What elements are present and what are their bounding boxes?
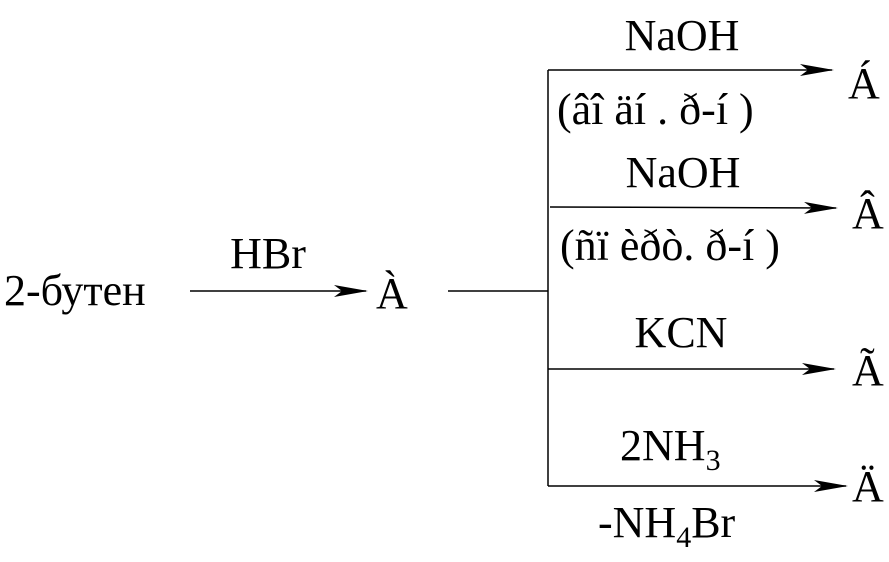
branch4-byproduct-post: Br <box>691 498 735 547</box>
branch3-reagent: KCN <box>635 308 728 357</box>
hbr-reagent-label: HBr <box>230 229 306 278</box>
branch4-reagent-subscript: 3 <box>706 444 721 477</box>
branch4-byproduct: -NH4Br <box>598 498 736 554</box>
reactant-label: 2-бутен <box>4 266 146 315</box>
branch1-product: Á <box>848 59 880 108</box>
branch2-condition: (ñï èðò. ð-í ) <box>560 221 780 270</box>
branch4-reagent-main: 2NH <box>620 421 706 470</box>
branch2-arrow <box>549 201 838 214</box>
branch3-product: Ã <box>852 346 884 395</box>
branch1-reagent: NaOH <box>625 11 740 60</box>
branch4-byproduct-pre: -NH <box>598 498 676 547</box>
branch4-product: Ä <box>852 462 884 511</box>
branch4-byproduct-subscript: 4 <box>676 521 691 554</box>
product-a-label: À <box>376 269 408 318</box>
branch1-condition: (âî äí . ð-í ) <box>557 85 754 134</box>
branch2-product: Â <box>852 189 884 238</box>
branch2-reagent: NaOH <box>626 148 741 197</box>
branch4-reagent: 2NH3 <box>620 421 721 477</box>
